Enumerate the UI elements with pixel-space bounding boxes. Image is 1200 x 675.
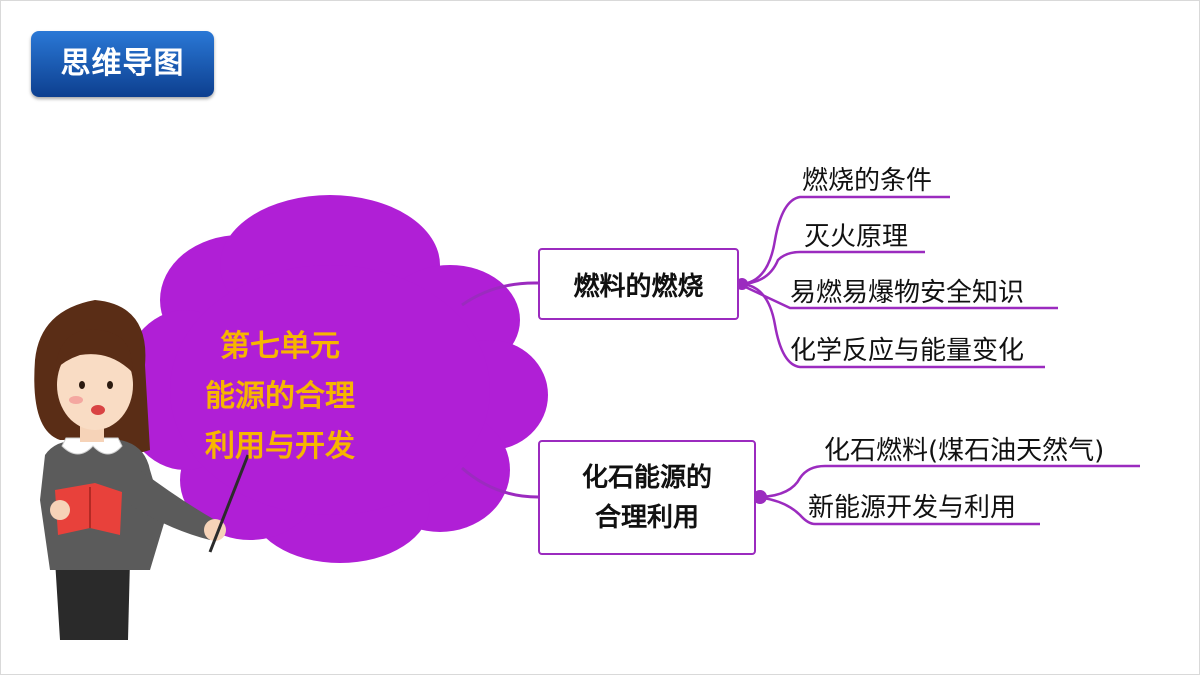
center-topic-line3: 利用与开发: [205, 429, 355, 464]
branch-fossil-energy-line1: 化石能源的: [581, 462, 712, 493]
leaf-flammable-safety: 易燃易爆物安全知识: [790, 278, 1025, 308]
teacher-illustration: [34, 300, 250, 640]
branch2-node-dot: [753, 490, 767, 504]
leaf-extinguishing-principle: 灭火原理: [804, 222, 909, 252]
branch2-leaf-lines: [755, 464, 1140, 526]
leaf-new-energy: 新能源开发与利用: [808, 493, 1017, 523]
leaf-combustion-conditions: 燃烧的条件: [802, 166, 933, 196]
center-topic-line1: 第七单元: [220, 329, 340, 364]
branch-fossil-energy: 化石能源的 合理利用: [538, 440, 756, 555]
leaf-fossil-fuels: 化石燃料(煤石油天然气): [824, 436, 1105, 466]
branch-fossil-energy-line2: 合理利用: [594, 502, 699, 533]
branch-fuel-combustion: 燃料的燃烧: [538, 248, 739, 320]
center-topic-line2: 能源的合理: [205, 379, 355, 414]
branch1-leaf-lines: [738, 195, 1058, 369]
mind-map-tag: 思维导图: [31, 31, 214, 97]
leaf-reaction-energy: 化学反应与能量变化: [790, 336, 1025, 366]
branch1-node-dot: [736, 278, 748, 290]
center-cloud: [120, 195, 548, 563]
connector-lines: [461, 281, 539, 499]
center-topic: 第七单元 能源的合理 利用与开发: [160, 322, 400, 472]
